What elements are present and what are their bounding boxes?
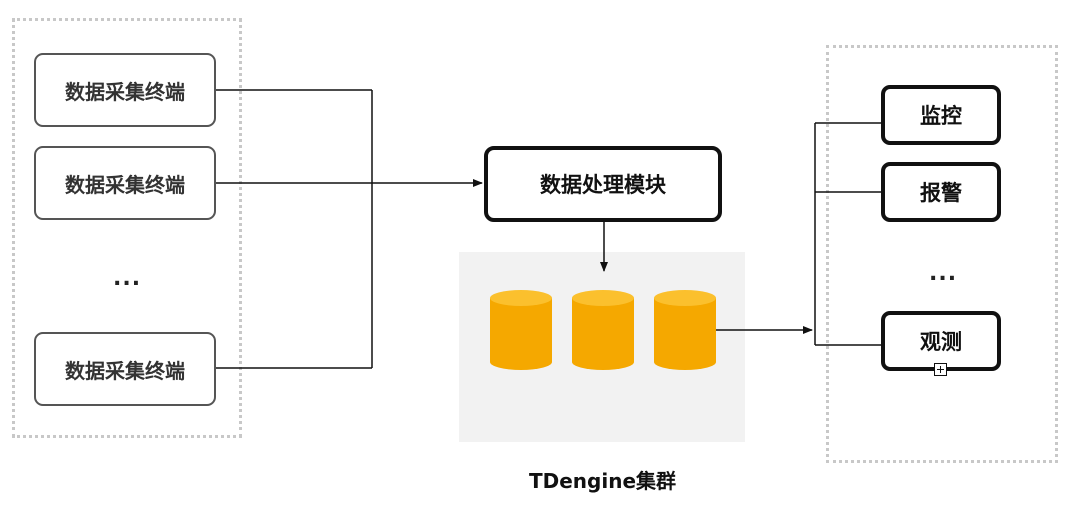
database-cylinder-icon [654,290,716,370]
processor-label: 数据处理模块 [540,173,666,197]
cluster-label: TDengine集群 [529,469,677,493]
source-terminal-2[interactable]: 数据采集终端 [34,146,216,220]
output-label: 报警 [920,181,962,205]
database-cylinder-icon [572,290,634,370]
output-observe[interactable]: 观测 [881,311,1001,371]
output-label: 监控 [920,104,962,128]
source-group [12,18,242,438]
output-ellipsis: ... [929,261,958,286]
source-terminal-label: 数据采集终端 [65,358,185,383]
source-terminal-label: 数据采集终端 [65,172,185,197]
expand-plus-icon[interactable] [934,363,947,376]
database-cylinder-icon [490,290,552,370]
data-processing-module[interactable]: 数据处理模块 [484,146,722,222]
source-terminal-label: 数据采集终端 [65,79,185,104]
source-terminal-3[interactable]: 数据采集终端 [34,332,216,406]
source-terminal-1[interactable]: 数据采集终端 [34,53,216,127]
source-ellipsis: ... [113,266,142,291]
output-group [826,45,1058,463]
output-monitor[interactable]: 监控 [881,85,1001,145]
output-alarm[interactable]: 报警 [881,162,1001,222]
output-label: 观测 [920,330,962,354]
